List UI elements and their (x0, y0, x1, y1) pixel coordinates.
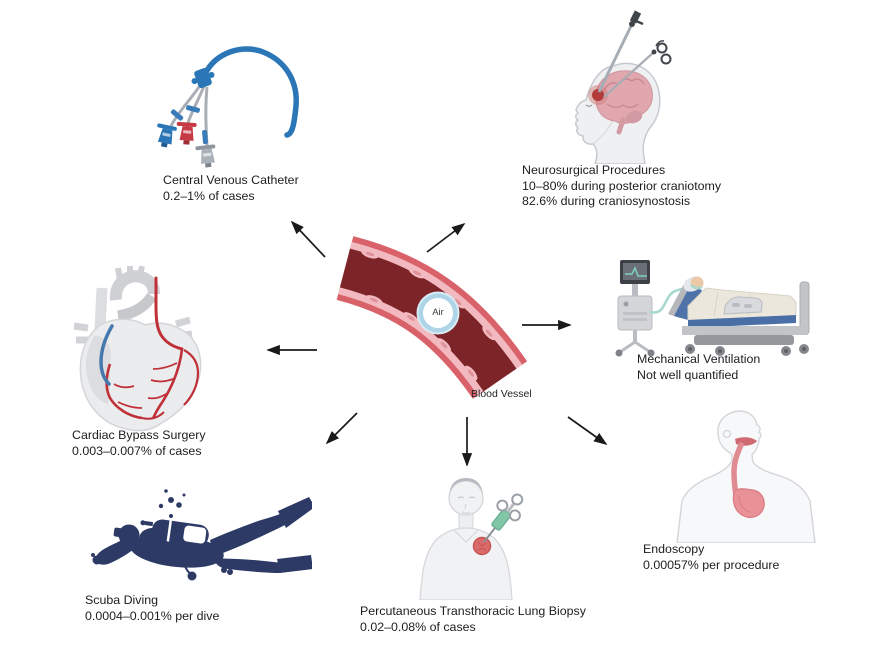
item-title: Neurosurgical Procedures (522, 163, 666, 177)
air-bubble-label: Air (432, 307, 444, 318)
endoscopy-torso-icon (655, 398, 835, 543)
item-stat: 82.6% during craniosynostosis (522, 194, 691, 209)
item-stat: 0.2–1% of cases (163, 188, 255, 203)
item-title: Central Venous Catheter (163, 173, 299, 187)
item-title: Scuba Diving (85, 593, 159, 607)
item-stat: 0.0004–0.001% per dive (85, 608, 220, 623)
item-stat: 0.003–0.007% of cases (72, 443, 202, 458)
label-mechanical-ventilation: Mechanical Ventilation Not well quantifi… (637, 352, 760, 383)
mechanical-ventilation-icon (590, 250, 862, 358)
endothelial-cells (361, 249, 496, 381)
cardiac-bypass-heart-icon (58, 266, 238, 434)
label-cardiac-bypass-surgery: Cardiac Bypass Surgery 0.003–0.007% of c… (72, 428, 206, 459)
neurosurgery-head-icon (537, 8, 709, 164)
lung-biopsy-person-icon (398, 468, 568, 600)
blood-vessel-label: Blood Vessel (471, 388, 532, 400)
item-stat: 0.00057% per procedure (643, 557, 780, 572)
label-central-venous-catheter: Central Venous Catheter 0.2–1% of cases (163, 173, 299, 204)
item-stat: Not well quantified (637, 367, 739, 382)
label-neurosurgical-procedures: Neurosurgical Procedures 10–80% during p… (522, 163, 721, 210)
arrow-to-neurosurgical (426, 222, 466, 253)
air-bubble-icon (416, 291, 460, 335)
label-lung-biopsy: Percutaneous Transthoracic Lung Biopsy 0… (360, 604, 586, 635)
label-scuba-diving: Scuba Diving 0.0004–0.001% per dive (85, 593, 219, 624)
item-stat: 10–80% during posterior craniotomy (522, 178, 722, 193)
blood-vessel-illustration (330, 215, 565, 410)
item-stat: 0.02–0.08% of cases (360, 619, 476, 634)
item-title: Endoscopy (643, 542, 705, 556)
item-title: Cardiac Bypass Surgery (72, 428, 206, 442)
label-endoscopy: Endoscopy 0.00057% per procedure (643, 542, 779, 573)
scuba-diver-icon (72, 478, 312, 596)
arrow-to-scuba-diving (325, 412, 358, 445)
item-title: Mechanical Ventilation (637, 352, 761, 366)
arrow-to-endoscopy (567, 416, 608, 445)
arrow-to-central-venous-catheter (290, 220, 326, 258)
item-title: Percutaneous Transthoracic Lung Biopsy (360, 604, 586, 618)
central-venous-catheter-icon (148, 22, 338, 174)
